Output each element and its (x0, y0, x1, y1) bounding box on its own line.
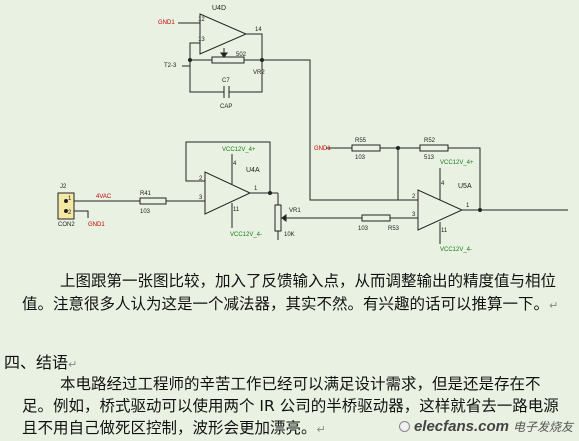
watermark: elecfans.com 电子发烧友 (398, 418, 573, 435)
u5a-pin4: 4 (441, 181, 445, 187)
r41-resistor (139, 197, 167, 205)
u5a-ref: U5A (458, 183, 472, 190)
r52-ref: R52 (424, 138, 436, 144)
u4d-pin14: 14 (255, 27, 262, 33)
r55-gnd-label: GND1 (314, 146, 331, 152)
r53-resistor (361, 214, 391, 222)
schematic-junctions (188, 58, 482, 212)
u4a-vcc-top: VCC12V_4+ (222, 147, 256, 153)
u5a-pin2: 2 (412, 194, 416, 200)
j2-part: CON2 (58, 222, 75, 228)
paragraph-mark-3: ↵ (316, 423, 326, 436)
u5a-pin11: 11 (441, 228, 448, 234)
u4a-opamp-symbol (204, 171, 252, 215)
paragraph-mark-1: ↵ (549, 299, 559, 312)
u4d-gnd-label: GND1 (158, 20, 175, 26)
r53-ref: R53 (388, 226, 400, 232)
u4d-ref: U4D (212, 5, 226, 12)
vr2-value: 502 (236, 52, 247, 58)
u4a-pin4: 4 (233, 161, 237, 167)
r41-ref: R41 (140, 191, 152, 197)
r55-ref: R55 (355, 138, 367, 144)
u4a-vcc-bot: VCC12V_4- (230, 232, 262, 238)
r55-resistor (351, 144, 381, 152)
net-t2-3-label: T2-3 (164, 63, 177, 69)
c7-ref: C7 (222, 78, 230, 84)
vr1-potentiometer (274, 204, 282, 232)
u5a-pin3: 3 (412, 212, 416, 218)
j2-pin1: 1 (68, 196, 72, 202)
vr1-value: 10K (284, 232, 295, 238)
u4d-pin12: 12 (198, 17, 205, 23)
u4d-opamp-symbol (199, 13, 248, 55)
u4a-pin2: 2 (199, 176, 203, 182)
j2-connector (57, 192, 75, 220)
net-4vac-label: 4VAC (96, 194, 112, 200)
section-heading: 四、结语↵ (4, 349, 77, 373)
r41-value: 103 (140, 209, 151, 215)
paragraph-comparison: 上图跟第一张图比较，加入了反馈输入点，从而调整输出的精度值与相位值。注意很多人认… (22, 270, 567, 317)
watermark-logo-icon (398, 421, 410, 432)
watermark-chinese-text: 电子发烧友 (512, 420, 573, 434)
schematic-labels: GND1 U4D 12 13 14 T2-3 502 VR2 C7 CAP VC… (58, 5, 474, 253)
u4a-pin1: 1 (254, 186, 258, 192)
j2-gnd-label: GND1 (88, 222, 105, 228)
r52-value: 513 (424, 155, 435, 161)
r55-value: 103 (355, 155, 366, 161)
u5a-vcc-top: VCC12V_4+ (440, 160, 474, 166)
j2-ref: J2 (60, 184, 67, 190)
paragraph-conclusion: 本电路经过工程师的辛苦工作已经可以满足设计需求，但是还是存在不足。例如，桥式驱动… (22, 373, 567, 441)
section-heading-text: 四、结语 (4, 353, 69, 372)
vr1-ref: VR1 (289, 208, 301, 214)
u4d-pin13: 13 (198, 37, 205, 43)
schematic-wires (57, 13, 568, 244)
paragraph-conclusion-text: 本电路经过工程师的辛苦工作已经可以满足设计需求，但是还是存在不足。例如，桥式驱动… (22, 375, 559, 437)
c7-value: CAP (220, 104, 232, 110)
u5a-pin1: 1 (466, 203, 470, 209)
watermark-logo-text: elecfans.com (413, 418, 509, 435)
u5a-vcc-bot: VCC12V_4- (440, 247, 472, 253)
circuit-schematic: GND1 U4D 12 13 14 T2-3 502 VR2 C7 CAP VC… (57, 5, 568, 253)
r52-resistor (419, 144, 449, 152)
vr2-ref: VR2 (253, 70, 265, 76)
j2-pin2: 2 (68, 210, 72, 216)
u4a-pin11: 11 (233, 207, 240, 213)
r53-value: 103 (358, 226, 369, 232)
paragraph-mark-2: ↵ (68, 358, 78, 371)
paragraph-comparison-text: 上图跟第一张图比较，加入了反馈输入点，从而调整输出的精度值与相位值。注意很多人认… (22, 272, 557, 313)
u4a-ref: U4A (246, 167, 260, 174)
u4a-pin3: 3 (199, 195, 203, 201)
